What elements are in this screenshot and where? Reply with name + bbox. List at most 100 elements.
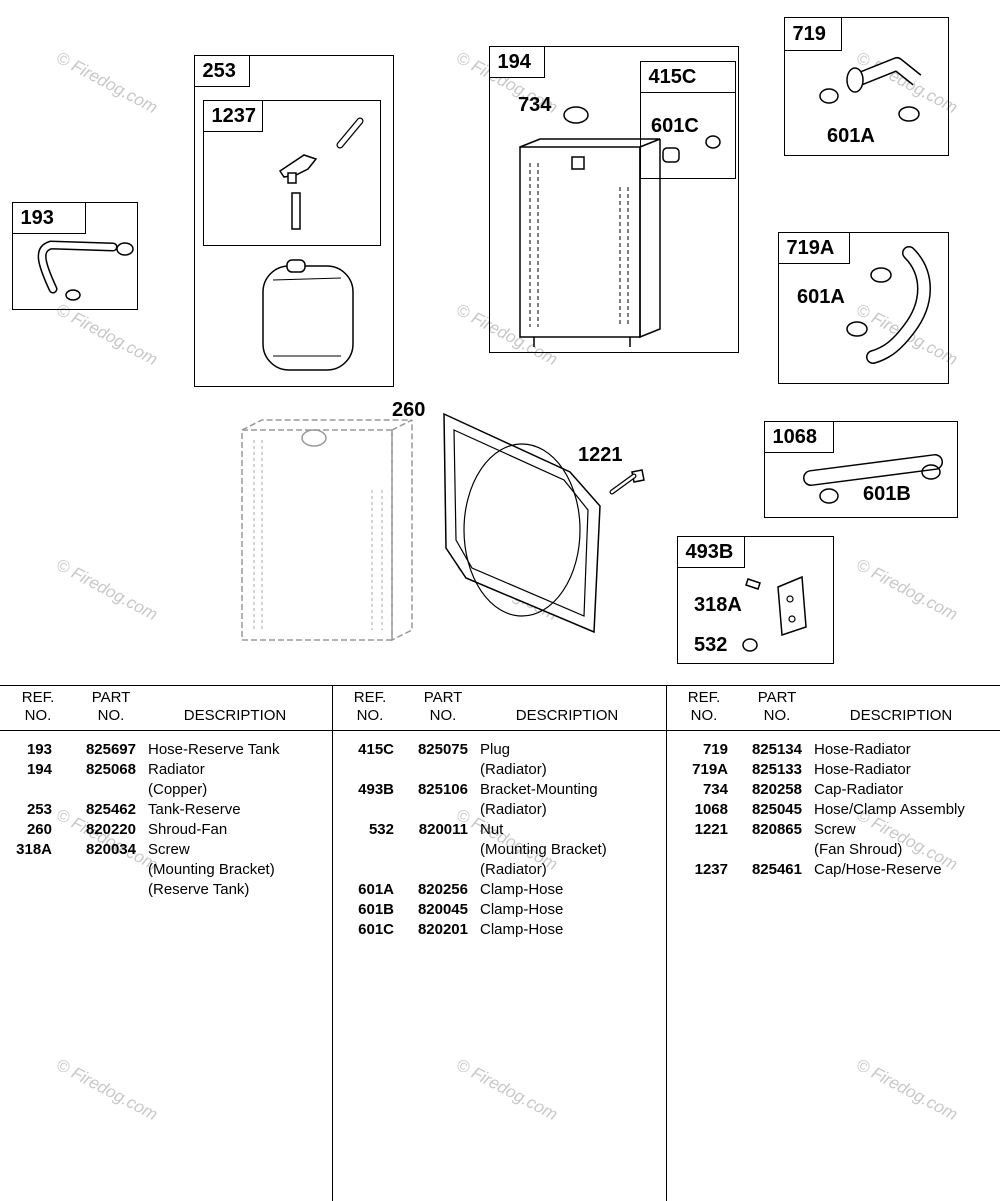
- ref-number: 1068: [694, 801, 728, 818]
- part-number: 825106: [417, 781, 468, 798]
- fan-shroud-drawing: [443, 412, 601, 634]
- ref-number: 601A: [358, 881, 394, 898]
- part-number: 825133: [751, 761, 802, 778]
- part-description: (Mounting Bracket): [480, 841, 607, 858]
- column-divider: [332, 686, 333, 1201]
- header-ref: REF. NO.: [21, 689, 55, 724]
- radiator-drawing: [519, 106, 661, 347]
- watermark: © Firedog.com: [853, 555, 961, 625]
- part-tag: 415C: [639, 60, 736, 93]
- table-row: 1068 825045 Hose/Clamp Assembly: [666, 800, 998, 820]
- part-description: Cap-Radiator: [814, 781, 904, 798]
- ref-number: 415C: [358, 741, 394, 758]
- ref-number: 493B: [358, 781, 394, 798]
- radiator-ghost-drawing: [241, 419, 413, 642]
- table-row: (Radiator): [332, 800, 664, 820]
- part-description: Hose-Radiator: [814, 761, 911, 778]
- header-part: PART NO.: [423, 689, 463, 724]
- part-description: Shroud-Fan: [148, 821, 228, 838]
- ref-number: 318A: [16, 841, 52, 858]
- part-number: 825697: [85, 741, 136, 758]
- part-number: 825461: [751, 861, 802, 878]
- part-number: 820201: [417, 921, 468, 938]
- part-tag: 1237: [202, 99, 263, 132]
- ref-number: 194: [26, 761, 52, 778]
- callout-1221: 1221: [578, 444, 623, 466]
- part-tag: 719A: [777, 231, 850, 264]
- column-divider: [666, 686, 667, 1201]
- part-description: (Reserve Tank): [148, 881, 250, 898]
- part-number: 820034: [85, 841, 136, 858]
- part-description: Hose/Clamp Assembly: [814, 801, 965, 818]
- part-description: Hose-Reserve Tank: [148, 741, 280, 758]
- part-tag: 719: [783, 16, 842, 51]
- part-number: 825045: [751, 801, 802, 818]
- part-description: Plug: [480, 741, 511, 758]
- table-row: (Fan Shroud): [666, 840, 998, 860]
- table-row: (Radiator): [332, 860, 664, 880]
- part-number: 825068: [85, 761, 136, 778]
- ref-number: 1237: [694, 861, 728, 878]
- header-ref: REF. NO.: [687, 689, 721, 724]
- ref-number: 601C: [358, 921, 394, 938]
- header-ref: REF. NO.: [353, 689, 387, 724]
- table-row: 253 825462 Tank-Reserve: [0, 800, 332, 820]
- part-description: Nut: [480, 821, 504, 838]
- part-number: 825462: [85, 801, 136, 818]
- part-tag: 194: [488, 45, 545, 78]
- header-part: PART NO.: [757, 689, 797, 724]
- table-row: (Copper): [0, 780, 332, 800]
- part-box-415c: 415C 601C: [639, 60, 736, 179]
- ref-number: 1221: [694, 821, 728, 838]
- ref-number: 532: [368, 821, 394, 838]
- part-description: Screw: [148, 841, 190, 858]
- header-description: DESCRIPTION: [515, 707, 619, 724]
- part-description: (Radiator): [480, 861, 547, 878]
- part-tag: 1068: [763, 420, 834, 453]
- part-description: Screw: [814, 821, 856, 838]
- callout-601b: 601B: [863, 483, 911, 505]
- part-box-719: 719 601A: [783, 16, 949, 156]
- table-row: (Mounting Bracket): [0, 860, 332, 880]
- part-description: Tank-Reserve: [148, 801, 241, 818]
- part-box-194: 194 415C 601C 734: [488, 45, 739, 353]
- callout-601a: 601A: [827, 125, 875, 147]
- ref-number: 253: [26, 801, 52, 818]
- part-description: Bracket-Mounting: [480, 781, 598, 798]
- part-tag: 493B: [676, 535, 745, 568]
- mounting-bracket-drawing: [742, 575, 807, 652]
- part-number: 820256: [417, 881, 468, 898]
- part-number: 820258: [751, 781, 802, 798]
- ref-number: 719: [702, 741, 728, 758]
- cap-hose-reserve-drawing: [278, 117, 364, 230]
- table-row: 493B 825106 Bracket-Mounting: [332, 780, 664, 800]
- header-description: DESCRIPTION: [849, 707, 953, 724]
- header-part: PART NO.: [91, 689, 131, 724]
- table-row: (Radiator): [332, 760, 664, 780]
- table-row: (Reserve Tank): [0, 880, 332, 900]
- part-box-493b: 493B 318A 532: [676, 535, 834, 664]
- ref-number: 734: [702, 781, 728, 798]
- radiator-hose-719a-drawing: [846, 246, 931, 364]
- ref-number: 260: [26, 821, 52, 838]
- part-box-1237: 1237: [202, 99, 381, 246]
- callout-601a: 601A: [797, 286, 845, 308]
- part-description: (Fan Shroud): [814, 841, 903, 858]
- part-description: Clamp-Hose: [480, 901, 564, 918]
- table-row: 318A 820034 Screw: [0, 840, 332, 860]
- hose-clamp-assembly-drawing: [803, 454, 943, 504]
- reserve-tank-drawing: [262, 259, 354, 371]
- callout-260: 260: [392, 399, 426, 421]
- watermark: © Firedog.com: [53, 48, 161, 118]
